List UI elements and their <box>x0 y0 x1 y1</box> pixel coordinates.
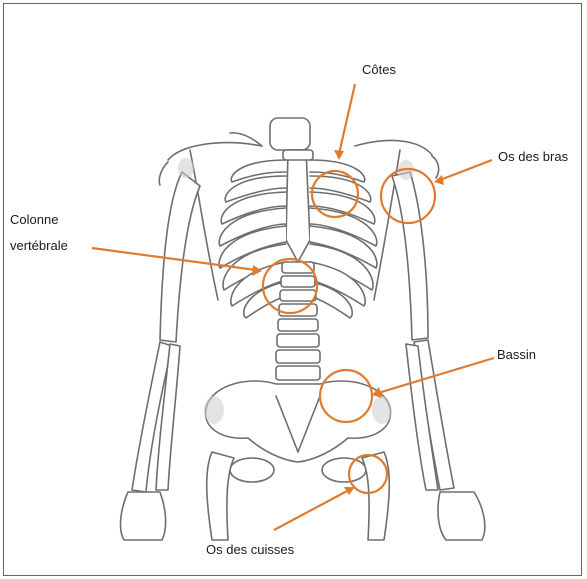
cotes-arrow <box>339 84 355 154</box>
label-os-des-bras: Os des bras <box>498 149 568 165</box>
os-des-cuisses-arrow <box>274 490 349 530</box>
label-bassin: Bassin <box>497 347 536 363</box>
label-os-des-cuisses: Os des cuisses <box>206 542 294 558</box>
label-colonne-line2: vertébrale <box>10 238 68 254</box>
label-colonne-line1: Colonne <box>10 212 58 228</box>
label-cotes: Côtes <box>362 62 396 78</box>
os-des-bras-arrow <box>440 160 492 180</box>
